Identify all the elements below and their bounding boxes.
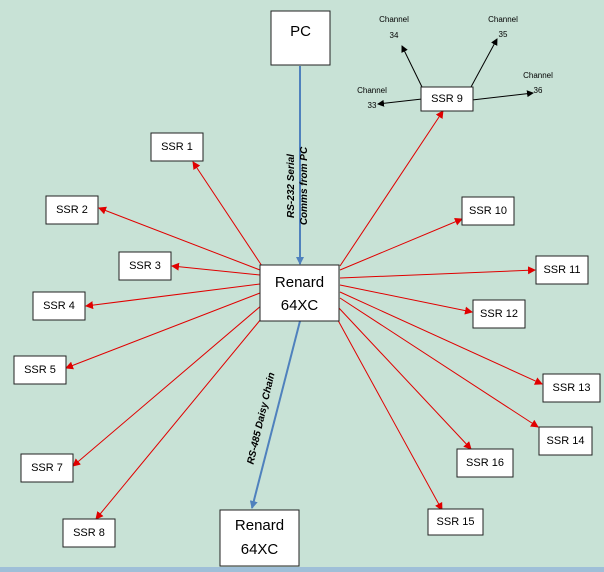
ssr-label: SSR 9 [431,93,463,105]
link-ssr-1 [192,161,263,267]
channel-link-36 [471,90,534,101]
link-ssr-15 [333,312,443,511]
rs232-label: RS-232 Serial Comms from PC [286,146,310,225]
link-ssr-11 [339,266,536,279]
channel-word: Channel [488,15,518,24]
ssr-label: SSR 7 [31,462,63,474]
channel-number: 35 [499,30,508,39]
ssr-box-8: SSR 8 [62,518,116,548]
ssr-box-15: SSR 15 [427,508,484,536]
link-ssr-4 [85,283,261,310]
bottom-border [0,567,604,572]
link-ssr-9 [339,110,444,267]
ssr-label: SSR 16 [466,457,504,469]
link-ssr-5 [65,292,261,370]
rs232-label-line-2: Comms from PC [299,146,310,225]
channel-label-36: Channel 36 [523,71,553,95]
ssr-box-10: SSR 10 [461,196,515,226]
link-ssr-12 [339,284,473,315]
ssr-label: SSR 11 [543,264,580,276]
renard-hub: Renard 64XC [259,264,340,322]
channel-link-35 [470,38,498,88]
ssr-label: SSR 4 [43,300,75,312]
channel-link-34 [401,45,423,88]
ssr-label: SSR 13 [553,382,591,394]
ssr-box-1: SSR 1 [150,132,204,162]
link-ssr-2 [98,206,261,271]
link-ssr-10 [339,218,463,271]
link-ssr-13 [339,291,543,385]
pc-box: PC [270,10,331,66]
rs485-link [249,320,301,509]
renard-hub-label: Renard [275,274,324,291]
channel-label-33: Channel 33 [357,86,387,110]
ssr-box-2: SSR 2 [45,195,99,225]
renard-downstream: Renard 64XC [219,509,300,567]
ssr-box-11: SSR 11 [535,255,589,285]
ssr-label: SSR 10 [469,205,507,217]
channel-connectors [377,38,534,107]
link-ssr-14 [339,297,539,428]
channel-word: Channel [523,71,553,80]
ssr-box-12: SSR 12 [472,299,526,329]
ssr-box-13: SSR 13 [542,373,601,403]
channel-number: 34 [390,31,399,40]
link-ssr-8 [95,312,267,520]
channel-number: 33 [368,101,377,110]
ssr-label: SSR 5 [24,364,56,376]
channel-link-33 [377,98,423,107]
ssr-box-9: SSR 9 [420,86,474,112]
pc-label: PC [290,23,311,40]
ssr-label: SSR 8 [73,527,105,539]
rs485-label: RS-485 Daisy Chain [246,371,278,465]
ssr-label: SSR 15 [437,516,475,528]
rs232-label-line-1: RS-232 Serial [286,154,297,218]
link-ssr-7 [72,304,263,467]
renard-downstream-label: Renard [235,517,284,534]
link-ssr-3 [171,262,261,276]
ssr-label: SSR 14 [547,435,585,447]
ssr-box-5: SSR 5 [13,355,67,385]
rs485-label-line-1: RS-485 Daisy Chain [246,371,278,465]
ssr-box-16: SSR 16 [456,448,514,478]
ssr-box-14: SSR 14 [538,426,593,456]
ssr-label: SSR 12 [480,308,518,320]
renard-hub-label-2: 64XC [281,297,319,314]
ssr-box-3: SSR 3 [118,251,172,281]
channel-word: Channel [379,15,409,24]
channel-word: Channel [357,86,387,95]
renard-downstream-label-2: 64XC [241,541,279,558]
ssr-label: SSR 1 [161,141,193,153]
ssr-label: SSR 2 [56,204,88,216]
channel-label-34: Channel 34 [379,15,409,40]
channel-number: 36 [534,86,543,95]
ssr-box-7: SSR 7 [20,453,74,483]
ssr-label: SSR 3 [129,260,161,272]
link-ssr-16 [337,306,472,450]
fan-out-connectors [65,110,543,520]
channel-label-35: Channel 35 [488,15,518,39]
ssr-box-4: SSR 4 [32,291,86,321]
